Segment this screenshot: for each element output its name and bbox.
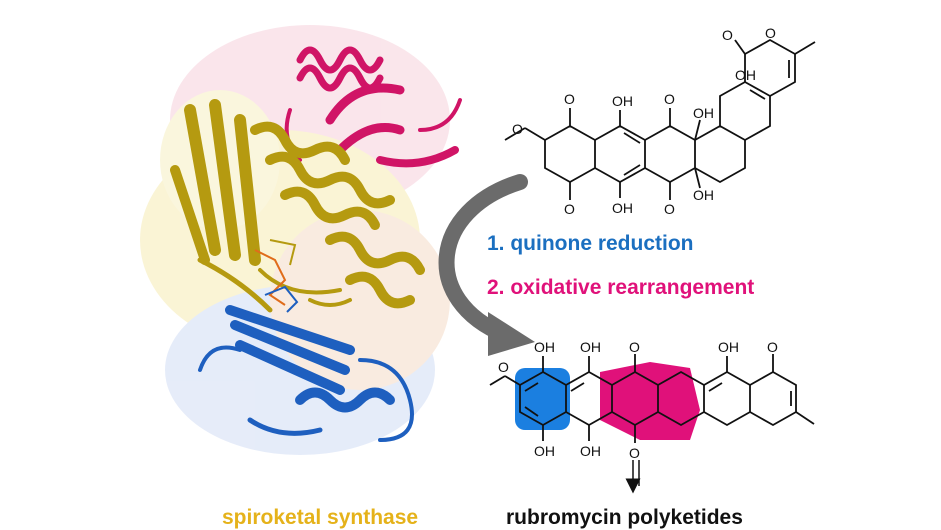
atom-oh: OH [735,67,756,83]
atom-oh: OH [534,443,555,459]
step-quinone-reduction: 1. quinone reduction [487,232,694,255]
atom-oh: OH [718,339,739,355]
atom-o: O [564,91,575,107]
atom-oh: OH [693,105,714,121]
atom-oh: OH [534,339,555,355]
further-conversion-arrow [625,460,641,494]
step-oxidative-rearrangement: 2. oxidative rearrangement [487,276,754,299]
product-label: rubromycin polyketides [506,506,743,529]
active-site-sticks [254,239,299,313]
product-molecule [489,354,815,443]
atom-o: O [512,121,523,137]
atom-o: O [564,201,575,217]
gold-domain [170,99,425,313]
atom-oh: OH [580,443,601,459]
atom-o: O [629,339,640,355]
substrate-atom-labels: OH OH OH OH OH O O O O O O O [512,25,776,217]
blue-domain [198,305,414,442]
atom-o: O [629,445,640,461]
protein-structure-image [140,25,462,455]
atom-o: O [664,201,675,217]
atom-oh: OH [612,200,633,216]
pink-domain [284,46,462,168]
atom-o: O [767,339,778,355]
atom-o: O [498,359,509,375]
atom-oh: OH [693,187,714,203]
atom-o: O [664,91,675,107]
product-highlights [515,362,700,440]
atom-o: O [765,25,776,41]
enzyme-label: spiroketal synthase [222,506,418,529]
atom-o: O [722,27,733,43]
reaction-arrow [438,174,535,356]
atom-oh: OH [612,93,633,109]
product-atom-labels: OH OH OH OH OH O O O O [498,339,778,461]
substrate-molecule [504,38,816,200]
atom-oh: OH [580,339,601,355]
